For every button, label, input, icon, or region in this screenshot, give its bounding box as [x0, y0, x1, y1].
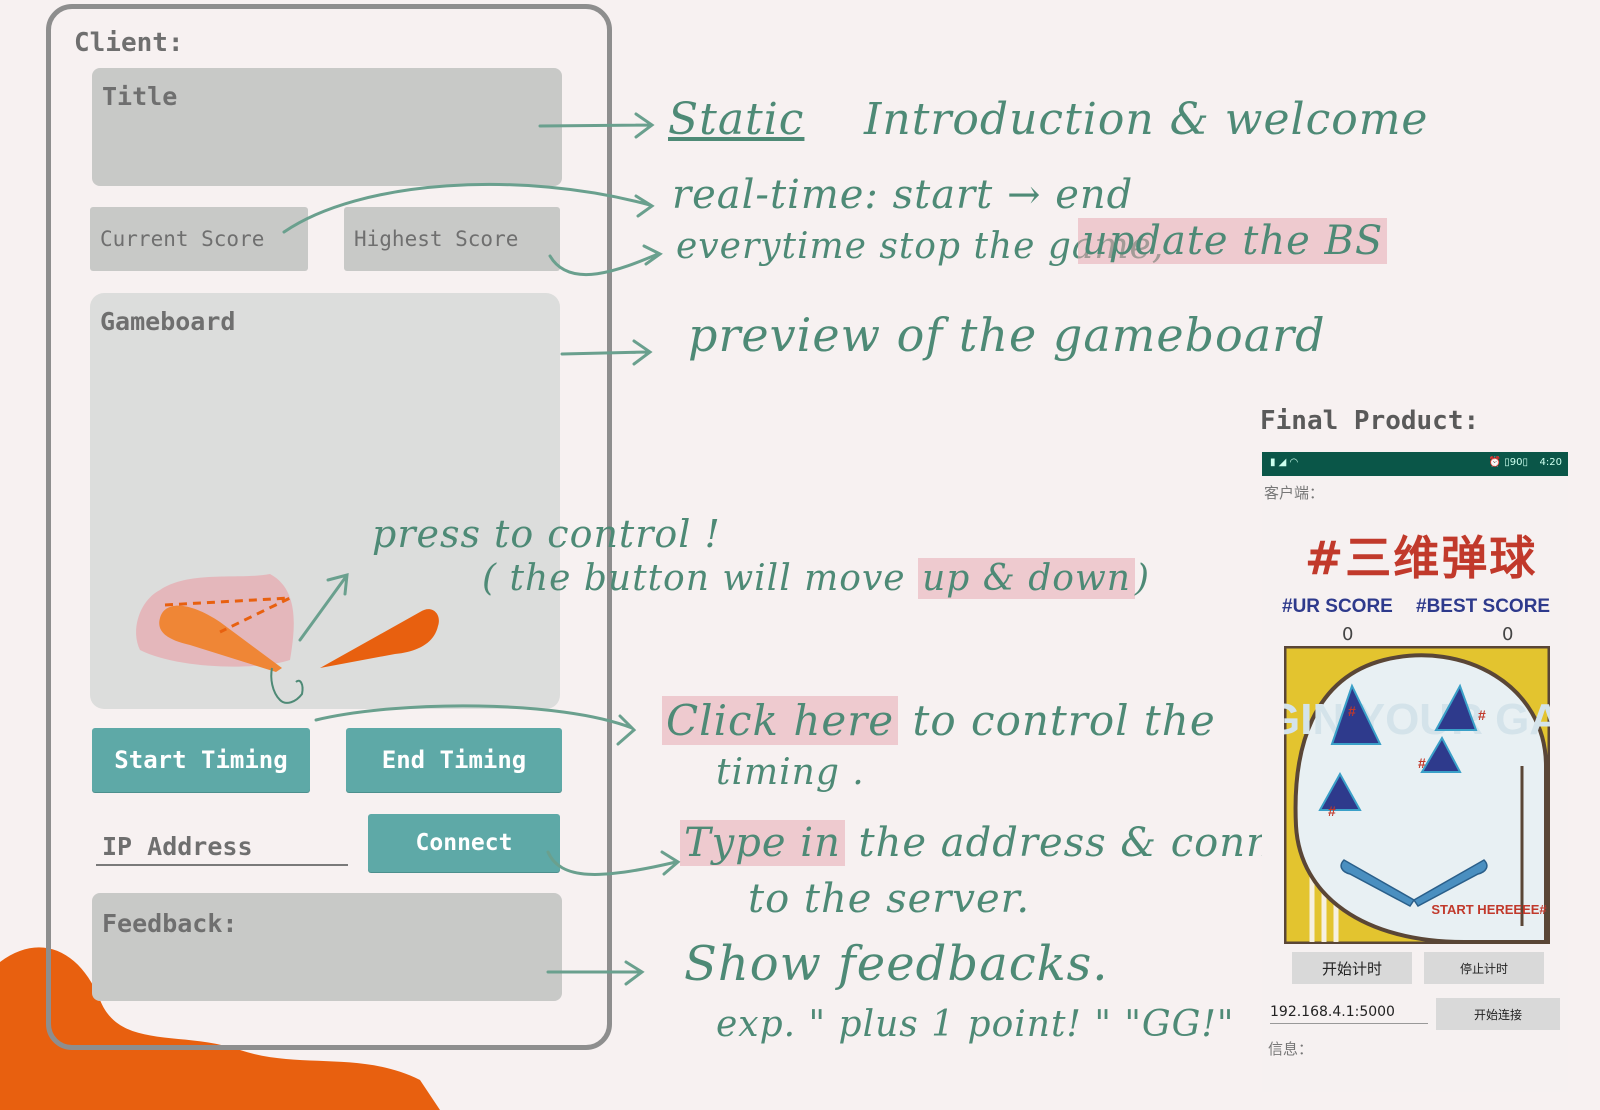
right-flipper: [1412, 859, 1488, 907]
status-bar: ▮ ◢ ◠ ⏰ ▯90▯ 4:20: [1262, 452, 1568, 476]
client-wireframe-frame: [46, 4, 612, 1050]
svg-text:#: #: [1478, 707, 1486, 723]
board-watermark-text: BEGIN YOUR GAME: [1284, 695, 1550, 744]
stop-timing-cn-button[interactable]: 停止计时: [1424, 952, 1544, 984]
client-label: Client:: [74, 28, 184, 58]
arrow-feedback: [546, 960, 645, 986]
start-timing-button[interactable]: Start Timing: [92, 728, 310, 792]
note-press-control: press to control !: [372, 512, 721, 556]
ur-score-label: #UR SCORE: [1282, 596, 1393, 617]
orange-blob-decoration: [0, 947, 440, 1110]
start-here-text: START HEREEEE#: [1431, 902, 1547, 917]
svg-text:#: #: [1348, 703, 1356, 719]
highest-score-box: Highest Score: [344, 207, 560, 271]
ip-address-underline: [96, 864, 348, 866]
arrow-timing: [314, 704, 637, 746]
best-score-label: #BEST SCORE: [1416, 596, 1551, 617]
svg-text:#: #: [1418, 755, 1426, 771]
best-score-value: 0: [1502, 624, 1514, 645]
connect-button[interactable]: Connect: [368, 814, 560, 872]
signal-icon: ▮ ◢ ◠: [1270, 457, 1299, 468]
info-label: 信息：: [1268, 1040, 1314, 1058]
feedback-label: Feedback:: [102, 909, 238, 938]
arrow-highest-score: [548, 244, 663, 277]
note-realtime: real-time: start → end: [672, 172, 1134, 218]
current-score-box: Current Score: [90, 207, 308, 271]
press-finger: [270, 667, 304, 704]
left-flipper: [1340, 859, 1416, 907]
game-board[interactable]: BEGIN YOUR GAME # # # # START HEREEEE#: [1284, 646, 1550, 944]
ip-address-field[interactable]: IP Address: [102, 832, 253, 861]
ip-input[interactable]: 192.168.4.1:5000: [1270, 1004, 1428, 1024]
gameboard-label: Gameboard: [100, 307, 236, 336]
bumper-triangles: [1318, 683, 1478, 811]
arrow-gameboard: [560, 339, 653, 366]
status-time: 4:20: [1539, 457, 1562, 468]
client-cn-label: 客户端：: [1264, 484, 1325, 502]
svg-text:#: #: [1328, 803, 1336, 819]
phone-screenshot: ▮ ◢ ◠ ⏰ ▯90▯ 4:20 客户端： #三维弹球 #UR SCORE #…: [1262, 452, 1568, 1092]
flipper-sketch: [136, 574, 439, 704]
note-update-bs: update the BS: [1078, 218, 1388, 264]
note-example: exp. " plus 1 point! " "GG!": [716, 1004, 1235, 1045]
note-button-move: ( the button will move up & down): [482, 558, 1150, 599]
note-click-here: Click here to control the: [662, 696, 1216, 745]
right-flipper-shape: [320, 609, 439, 668]
note-timing: timing .: [716, 752, 865, 793]
note-static: Static: [668, 94, 805, 145]
start-timing-cn-button[interactable]: 开始计时: [1292, 952, 1412, 984]
note-preview: preview of the gameboard: [688, 308, 1326, 362]
highest-score-label: Highest Score: [354, 227, 519, 251]
battery-icon: ⏰ ▯90▯: [1488, 457, 1528, 468]
arrow-connect: [546, 850, 681, 876]
current-score-label: Current Score: [100, 227, 265, 251]
feedback-box: Feedback:: [92, 893, 562, 1001]
arrow-title: [538, 112, 655, 139]
left-flipper-shape: [159, 605, 282, 672]
game-title: #三维弹球: [1304, 531, 1538, 585]
title-label: Title: [102, 82, 178, 111]
ur-score-value: 0: [1342, 624, 1354, 645]
note-show-feedbacks: Show feedbacks.: [684, 936, 1109, 992]
note-to-server: to the server.: [748, 876, 1031, 922]
end-timing-button[interactable]: End Timing: [346, 728, 562, 792]
note-intro: Introduction & welcome: [864, 94, 1429, 145]
arrow-current-score: [282, 182, 655, 234]
arrow-press: [298, 572, 349, 642]
connect-cn-button[interactable]: 开始连接: [1436, 998, 1560, 1030]
note-type-in: Type in the address & connect: [680, 820, 1338, 866]
final-product-label: Final Product:: [1260, 406, 1480, 436]
title-box: Title: [92, 68, 562, 186]
